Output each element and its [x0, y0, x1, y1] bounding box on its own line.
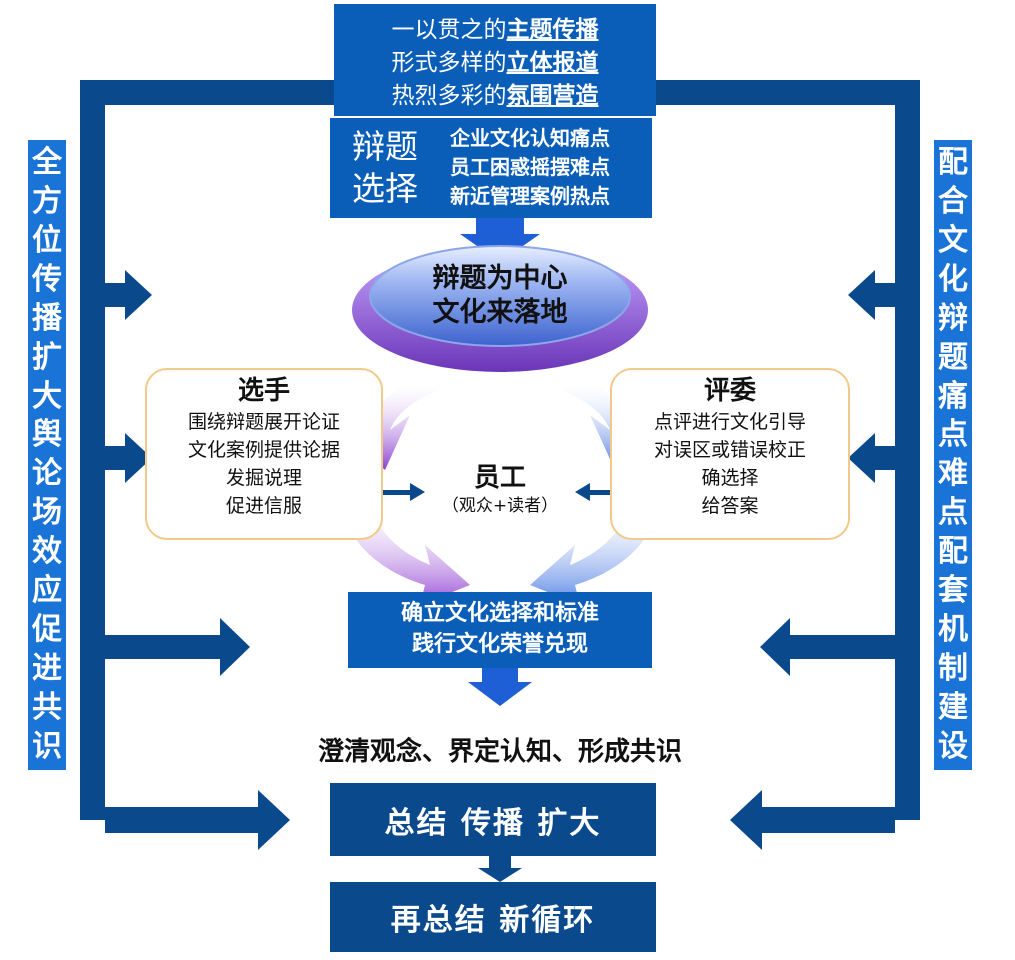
left-vertical-label: 全方位传播扩大舆论场效应促进共识 [28, 140, 66, 770]
vertical-label-char: 化 [938, 261, 968, 297]
vertical-label-char: 进 [32, 650, 62, 686]
topic-box: 辩题 选择 企业文化认知痛点 员工困惑摇摆难点 新近管理案例热点 [330, 118, 652, 218]
vertical-label-char: 场 [32, 495, 62, 531]
standard-box: 确立文化选择和标准 践行文化荣誉兑现 [348, 592, 652, 668]
vertical-label-char: 应 [32, 573, 62, 609]
vertical-label-char: 套 [938, 573, 968, 609]
vertical-label-char: 播 [32, 300, 62, 336]
judges-title: 评委 [703, 376, 756, 406]
topic-items: 企业文化认知痛点 员工困惑摇摆难点 新近管理案例热点 [450, 124, 610, 211]
vertical-label-char: 扩 [32, 339, 62, 375]
players-title: 选手 [237, 376, 290, 406]
employees-subtitle: （观众+读者） [441, 496, 559, 516]
right-frame [655, 80, 920, 850]
vertical-label-char: 制 [938, 650, 968, 686]
vertical-label-char: 共 [32, 689, 62, 725]
players-panel: 选手 围绕辩题展开论证 文化案例提供论据 发掘说理 促进信服 [145, 368, 383, 540]
vertical-label-char: 大 [32, 378, 62, 414]
vertical-label-char: 合 [938, 183, 968, 219]
top-line-3-prefix: 热烈多彩的 [391, 83, 507, 109]
top-line-1: 一以贯之的主题传播 [334, 14, 656, 47]
right-vertical-label: 配合文化辩题痛点难点配套机制建设 [934, 140, 972, 770]
top-line-2: 形式多样的立体报道 [334, 47, 656, 80]
arrow-down-standard [468, 668, 532, 706]
arrow-down-topic [460, 218, 540, 262]
ellipse-text: 辩题为中心 文化来落地 [400, 262, 600, 330]
judges-line: 点评进行文化引导 [653, 411, 806, 433]
judges-line: 给答案 [701, 495, 759, 517]
vertical-label-char: 痛 [938, 378, 968, 414]
left-frame [80, 80, 335, 850]
vertical-label-char: 方 [32, 183, 62, 219]
topic-title-line2: 选择 [352, 169, 418, 208]
topic-item: 新近管理案例热点 [450, 184, 610, 208]
top-line-1-prefix: 一以贯之的 [391, 17, 507, 43]
standard-line1: 确立文化选择和标准 [400, 601, 599, 626]
top-line-3: 热烈多彩的氛围营造 [334, 80, 656, 113]
summary-box: 总结 传播 扩大 [330, 783, 656, 856]
players-line: 围绕辩题展开论证 [187, 411, 340, 433]
employee-arrows [380, 483, 617, 501]
vertical-label-char: 点 [938, 495, 968, 531]
vertical-label-char: 配 [938, 145, 968, 180]
topic-title: 辩题 选择 [352, 126, 418, 210]
topic-title-line1: 辩题 [352, 127, 418, 166]
consensus-text: 澄清观念、界定认知、形成共识 [317, 737, 682, 767]
vertical-label-char: 位 [32, 222, 62, 258]
vertical-label-char: 舆 [32, 417, 62, 453]
employees-title: 员工 [473, 463, 526, 493]
judges-panel: 评委 点评进行文化引导 对误区或错误校正 确选择 给答案 [610, 368, 850, 540]
standard-line2: 践行文化荣誉兑现 [411, 632, 588, 657]
ellipse-line2: 文化来落地 [432, 297, 568, 328]
vertical-label-char: 促 [32, 612, 62, 648]
vertical-label-char: 效 [32, 534, 62, 570]
judges-line: 确选择 [701, 467, 759, 489]
vertical-label-char: 文 [938, 222, 968, 258]
top-line-1-key: 主题传播 [506, 17, 599, 43]
vertical-label-char: 建 [938, 689, 968, 725]
top-box: 一以贯之的主题传播 形式多样的立体报道 热烈多彩的氛围营造 [334, 4, 656, 116]
players-line: 发掘说理 [225, 467, 302, 489]
employees-label: 员工 （观众+读者） [420, 462, 580, 518]
cycle-box: 再总结 新循环 [330, 882, 656, 952]
vertical-label-char: 配 [938, 534, 968, 570]
vertical-label-char: 辩 [938, 300, 968, 336]
vertical-label-char: 识 [32, 728, 62, 764]
top-line-2-key: 立体报道 [506, 50, 599, 76]
vertical-label-char: 点 [938, 417, 968, 453]
vertical-label-char: 题 [938, 339, 968, 375]
players-line: 促进信服 [225, 495, 302, 517]
topic-item: 员工困惑摇摆难点 [450, 155, 610, 179]
vertical-label-char: 传 [32, 261, 62, 297]
vertical-label-char: 难 [938, 456, 968, 492]
ellipse-line1: 辩题为中心 [432, 263, 568, 294]
vertical-label-char: 机 [938, 612, 968, 648]
judges-line: 对误区或错误校正 [653, 439, 806, 461]
vertical-label-char: 论 [32, 456, 62, 492]
top-line-2-prefix: 形式多样的 [391, 50, 507, 76]
vertical-label-char: 设 [938, 728, 968, 764]
players-line: 文化案例提供论据 [187, 439, 340, 461]
vertical-label-char: 全 [32, 145, 62, 180]
topic-item: 企业文化认知痛点 [450, 126, 610, 150]
center-ellipse [352, 245, 648, 372]
top-line-3-key: 氛围营造 [506, 83, 599, 109]
